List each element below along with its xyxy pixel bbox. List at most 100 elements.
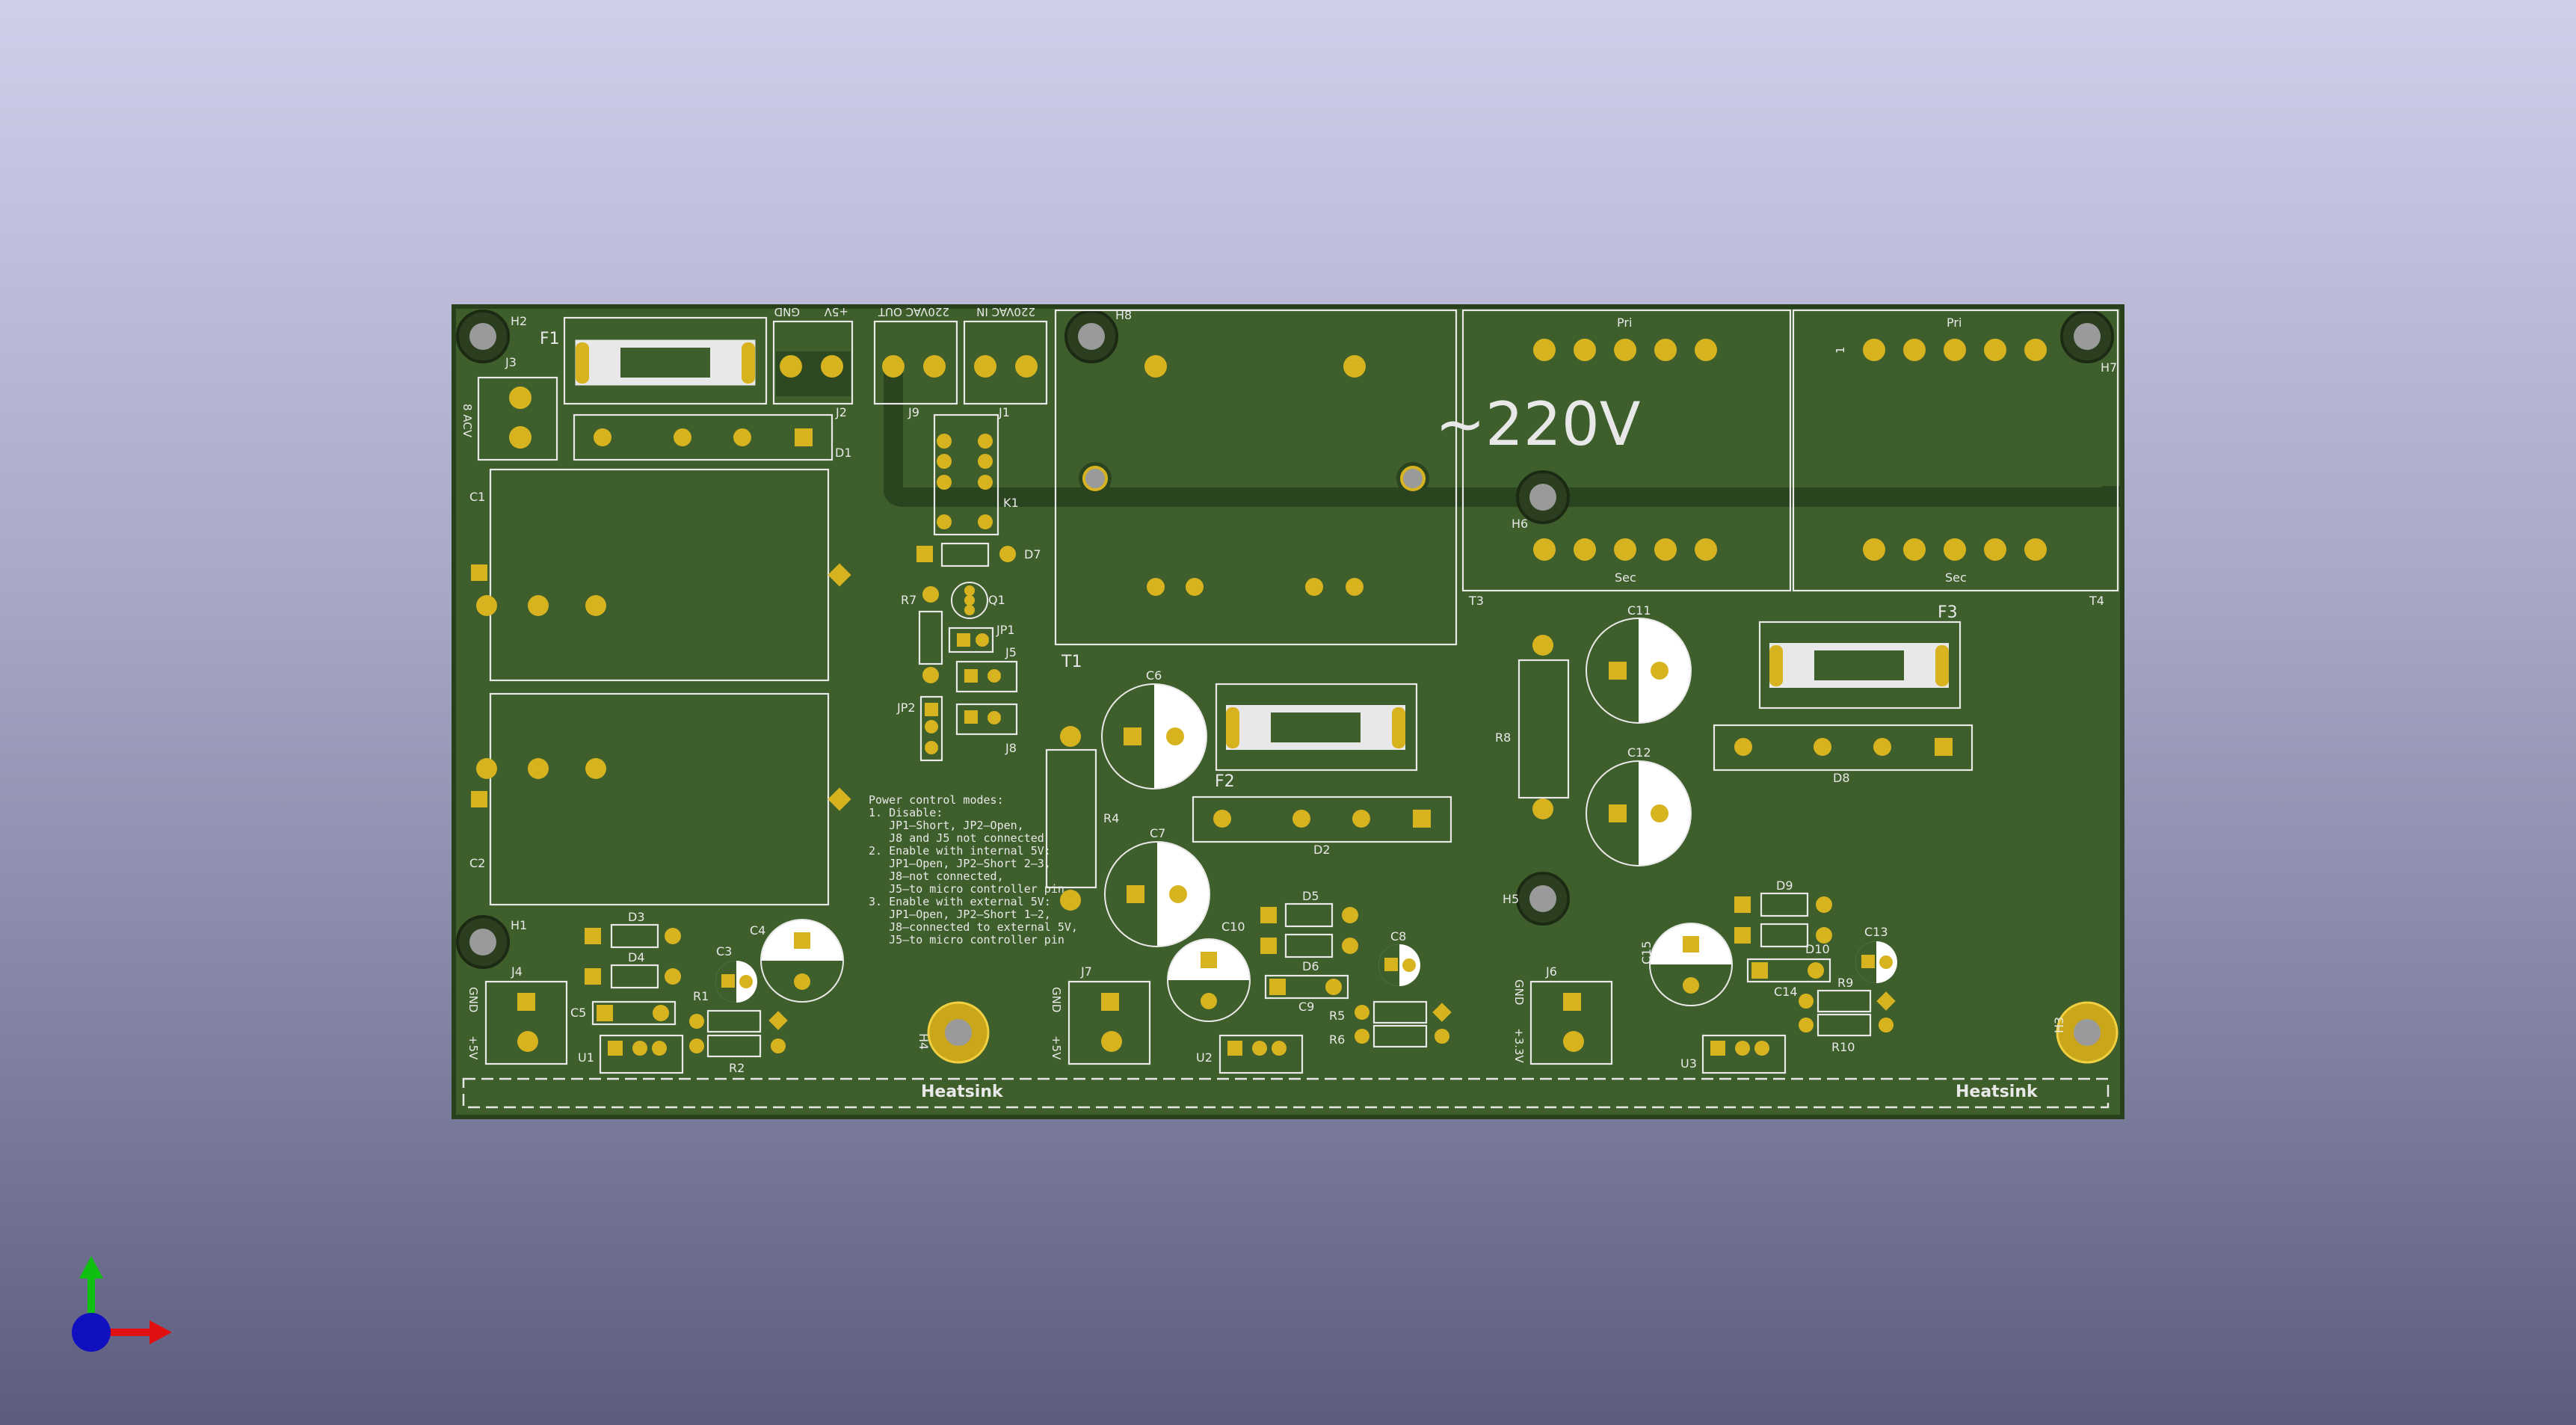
label-JP1: JP1	[996, 623, 1015, 637]
text-j2-plus5v: +5V	[824, 305, 848, 318]
copper-trace	[884, 359, 2121, 507]
resistor-R2	[689, 1034, 786, 1058]
connector-J4	[484, 980, 568, 1065]
voltage-label: ~220V	[1435, 390, 1641, 459]
jumper-JP2	[919, 695, 943, 762]
label-U3: U3	[1680, 1056, 1697, 1071]
transformer-T4	[1792, 309, 2119, 592]
label-F3: F3	[1938, 603, 1958, 622]
capacitor-C3	[715, 961, 757, 1003]
note-line: Power control modes:	[869, 793, 1004, 807]
capacitor-C6	[1101, 683, 1207, 790]
label-F1: F1	[540, 330, 560, 348]
note-line: J5—to micro controller pin	[869, 882, 1064, 896]
label-H4: H4	[916, 1033, 931, 1050]
mount-hole-H7	[2060, 310, 2114, 363]
text-pri-left: Pri	[1617, 316, 1632, 330]
label-C10: C10	[1221, 920, 1245, 934]
capacitor-C8	[1378, 944, 1420, 986]
text-j3-side: 8 ACV	[460, 404, 474, 438]
fuse-F3	[1758, 621, 1962, 710]
label-T3: T3	[1468, 594, 1484, 608]
capacitor-C12	[1586, 760, 1692, 867]
label-Q1: Q1	[988, 593, 1005, 607]
label-T1: T1	[1061, 653, 1082, 671]
mount-hole-H1	[456, 915, 510, 969]
label-R6: R6	[1329, 1032, 1345, 1047]
text-j9-out: 220VAC OUT	[878, 305, 949, 318]
mount-hole-H8	[1064, 310, 1118, 363]
text-pin1: 1	[1834, 346, 1847, 354]
label-K1: K1	[1003, 496, 1019, 510]
power-control-notes: Power control modes: 1. Disable: JP1—Sho…	[869, 793, 1078, 947]
capacitor-C15	[1649, 923, 1733, 1006]
text-j1-in: 220VAC IN	[976, 305, 1035, 318]
text-j6-plus33v: +3.3V	[1512, 1028, 1526, 1063]
label-H6: H6	[1512, 517, 1528, 531]
capacitor-C14	[1746, 958, 1831, 983]
label-D8: D8	[1833, 771, 1850, 785]
terminal-J1	[963, 320, 1048, 405]
text-sec-left: Sec	[1615, 570, 1636, 585]
label-J6: J6	[1545, 964, 1557, 979]
label-R1: R1	[693, 989, 709, 1003]
label-C12: C12	[1627, 745, 1651, 760]
label-J9: J9	[908, 405, 919, 419]
resistor-R4	[1045, 726, 1097, 911]
capacitor-C4	[760, 919, 844, 1003]
label-C14: C14	[1774, 985, 1798, 999]
text-j6-gnd: GND	[1512, 979, 1526, 1005]
mount-hole-H5	[1516, 872, 1570, 926]
label-U1: U1	[578, 1050, 594, 1065]
transformer-T3	[1461, 309, 1792, 592]
terminal-J2	[772, 320, 854, 405]
label-D4: D4	[628, 950, 645, 964]
label-J8: J8	[1005, 741, 1017, 755]
connector-J7	[1067, 980, 1151, 1065]
bridge-D1	[573, 413, 833, 461]
diode-D3	[585, 923, 681, 949]
label-R9: R9	[1837, 976, 1853, 990]
label-R5: R5	[1329, 1009, 1345, 1023]
label-C9: C9	[1298, 1000, 1314, 1014]
label-D1: D1	[835, 446, 852, 460]
label-C2: C2	[469, 856, 485, 870]
label-J7: J7	[1080, 964, 1092, 979]
diode-D10	[1734, 923, 1832, 948]
label-R4: R4	[1103, 811, 1119, 825]
label-D3: D3	[628, 910, 645, 924]
fuse-F2	[1215, 683, 1418, 772]
label-H5: H5	[1503, 892, 1519, 906]
diode-D5	[1260, 902, 1358, 928]
text-j7-gnd: GND	[1050, 987, 1063, 1012]
label-R8: R8	[1495, 730, 1511, 745]
mount-hole-H6	[1516, 470, 1570, 524]
label-C13: C13	[1864, 925, 1888, 939]
label-T4: T4	[2089, 594, 2104, 608]
transformer-T1	[1054, 309, 1458, 646]
label-D2: D2	[1313, 843, 1331, 857]
note-line: J8 and J5 not connected	[869, 831, 1044, 845]
heatsink-label-left: Heatsink	[921, 1083, 1004, 1101]
diode-D7	[916, 542, 1016, 567]
note-line: 1. Disable:	[869, 806, 943, 819]
regulator-U1	[599, 1034, 684, 1074]
label-R7: R7	[901, 593, 916, 607]
label-C5: C5	[570, 1006, 586, 1020]
text-j7-plus5v: +5V	[1050, 1035, 1063, 1060]
label-C15: C15	[1639, 941, 1654, 964]
capacitor-C1	[471, 468, 830, 682]
regulator-U3	[1701, 1034, 1787, 1074]
header-J5	[955, 660, 1018, 693]
diode-D2	[1192, 795, 1452, 843]
note-line: JP1—Short, JP2—Open,	[869, 819, 1024, 832]
diode-D4	[585, 964, 681, 989]
diode-D8	[1713, 724, 1973, 772]
regulator-U2	[1218, 1034, 1304, 1074]
text-pri-right: Pri	[1947, 316, 1962, 330]
resistor-R6	[1355, 1024, 1449, 1048]
label-H1: H1	[511, 918, 527, 932]
label-C11: C11	[1627, 603, 1651, 618]
